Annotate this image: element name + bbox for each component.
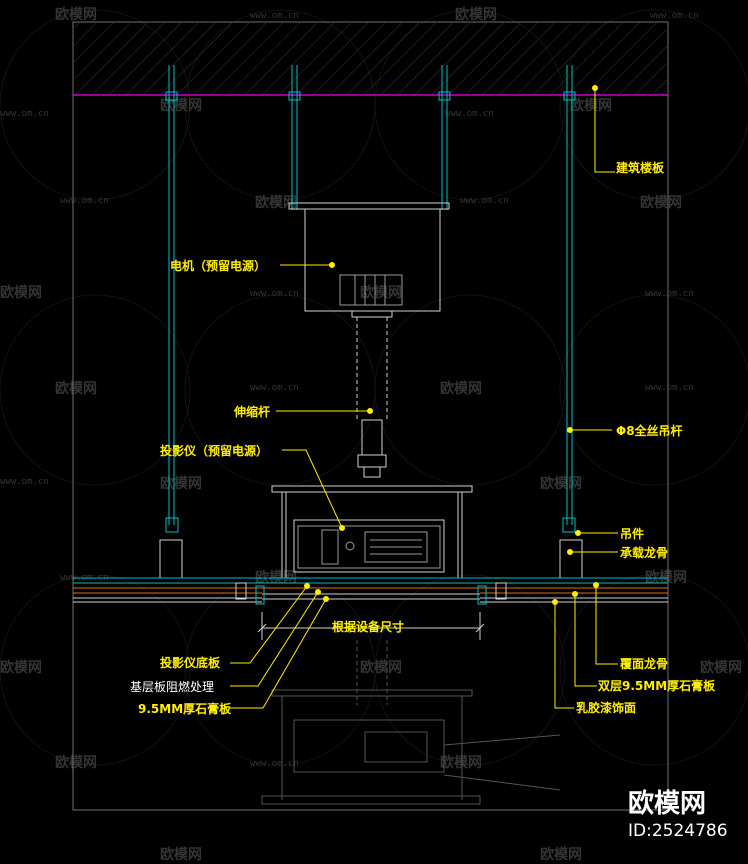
- motor-housing: [288, 202, 450, 318]
- label-hanger: 吊件: [620, 526, 644, 541]
- brand-id: ID:2524786: [628, 821, 728, 841]
- ceiling-layers: [73, 577, 668, 605]
- label-gypsum-double: 双层9.5MM厚石膏板: [598, 678, 716, 693]
- label-hanger-rod: Φ8全丝吊杆: [616, 423, 683, 438]
- watermark-site: www.om.cn: [650, 11, 699, 21]
- watermark-brand: 欧模网: [55, 754, 97, 771]
- watermark-brand: 欧模网: [360, 284, 402, 301]
- watermark-brand: 欧模网: [440, 754, 482, 771]
- building-slab: [73, 22, 668, 96]
- watermark-site: www.om.cn: [250, 289, 299, 299]
- brand-watermark: 欧模网: [628, 788, 706, 819]
- watermark-site: www.om.cn: [445, 109, 494, 119]
- watermark-brand: 欧模网: [55, 6, 97, 23]
- watermark-site: www.om.cn: [250, 11, 299, 21]
- hanger-rods: [165, 65, 576, 525]
- label-fireproof-base: 基层板阻燃处理: [130, 679, 214, 694]
- watermark-brand: 欧模网: [160, 475, 202, 492]
- label-floor-slab: 建筑楼板: [615, 160, 665, 175]
- watermark-brand: 欧模网: [255, 194, 297, 211]
- watermark-site: www.om.cn: [0, 109, 49, 119]
- label-gypsum-single: 9.5MM厚石膏板: [138, 701, 232, 716]
- watermark-site: www.om.cn: [250, 759, 299, 769]
- dimension-line: [257, 612, 485, 640]
- label-motor: 电机（预留电源）: [170, 258, 266, 273]
- watermark-brand: 欧模网: [440, 380, 482, 397]
- watermark-brand: 欧模网: [55, 380, 97, 397]
- watermark-brand: 欧模网: [540, 475, 582, 492]
- watermark-brand: 欧模网: [570, 97, 612, 114]
- label-cover-keel: 覆面龙骨: [619, 656, 668, 671]
- watermark-site: www.om.cn: [60, 196, 109, 206]
- telescopic-rod: [356, 317, 388, 478]
- label-projector-base: 投影仪底板: [160, 655, 221, 670]
- watermark-brand: 欧模网: [160, 846, 202, 863]
- watermark-site: www.om.cn: [0, 477, 49, 487]
- projector-assembly: [271, 485, 473, 578]
- watermark-brand: 欧模网: [640, 194, 682, 211]
- hangers: [159, 517, 583, 579]
- watermark-brand: 欧模网: [160, 97, 202, 114]
- label-projector: 投影仪（预留电源）: [160, 443, 268, 458]
- watermark-brand: 欧模网: [360, 659, 402, 676]
- watermark-brand: 欧模网: [0, 284, 42, 301]
- watermark-brand: 欧模网: [540, 846, 582, 863]
- watermark-brand: 欧模网: [0, 659, 42, 676]
- watermark-brand: 欧模网: [700, 659, 742, 676]
- watermark-brand: 欧模网: [455, 6, 497, 23]
- label-size-note: 根据设备尺寸: [332, 619, 404, 634]
- watermark-site: www.om.cn: [645, 383, 694, 393]
- watermark-site: www.om.cn: [250, 383, 299, 393]
- leader-lines: [230, 85, 618, 709]
- label-main-keel: 承载龙骨: [620, 545, 668, 560]
- watermark-site: www.om.cn: [645, 289, 694, 299]
- lowered-projector-ghost: [261, 640, 561, 805]
- label-telescopic-rod: 伸缩杆: [233, 404, 270, 419]
- watermark-site: www.om.cn: [460, 196, 509, 206]
- label-latex-paint: 乳胶漆饰面: [576, 700, 636, 715]
